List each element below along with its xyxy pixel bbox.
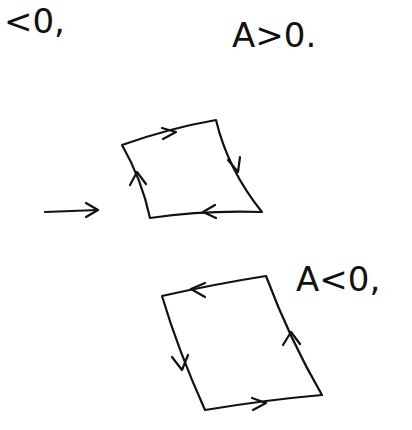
arrow-head	[203, 205, 216, 218]
arrow-head	[130, 172, 146, 185]
arrow-head	[191, 283, 205, 297]
loop-clockwise	[122, 120, 262, 218]
arrow-head	[86, 203, 98, 217]
arrow-head	[162, 128, 176, 139]
arrow-head	[283, 332, 300, 345]
pointer-arrow	[45, 210, 98, 212]
arrow-head	[228, 157, 240, 172]
loop-counterclockwise	[162, 276, 322, 410]
arrow-head	[252, 398, 266, 410]
handwritten-label: A>0.	[232, 18, 316, 52]
handwritten-label: <0,	[4, 4, 65, 38]
arrow-head	[172, 355, 188, 370]
handwritten-label: A<0,	[296, 262, 380, 296]
